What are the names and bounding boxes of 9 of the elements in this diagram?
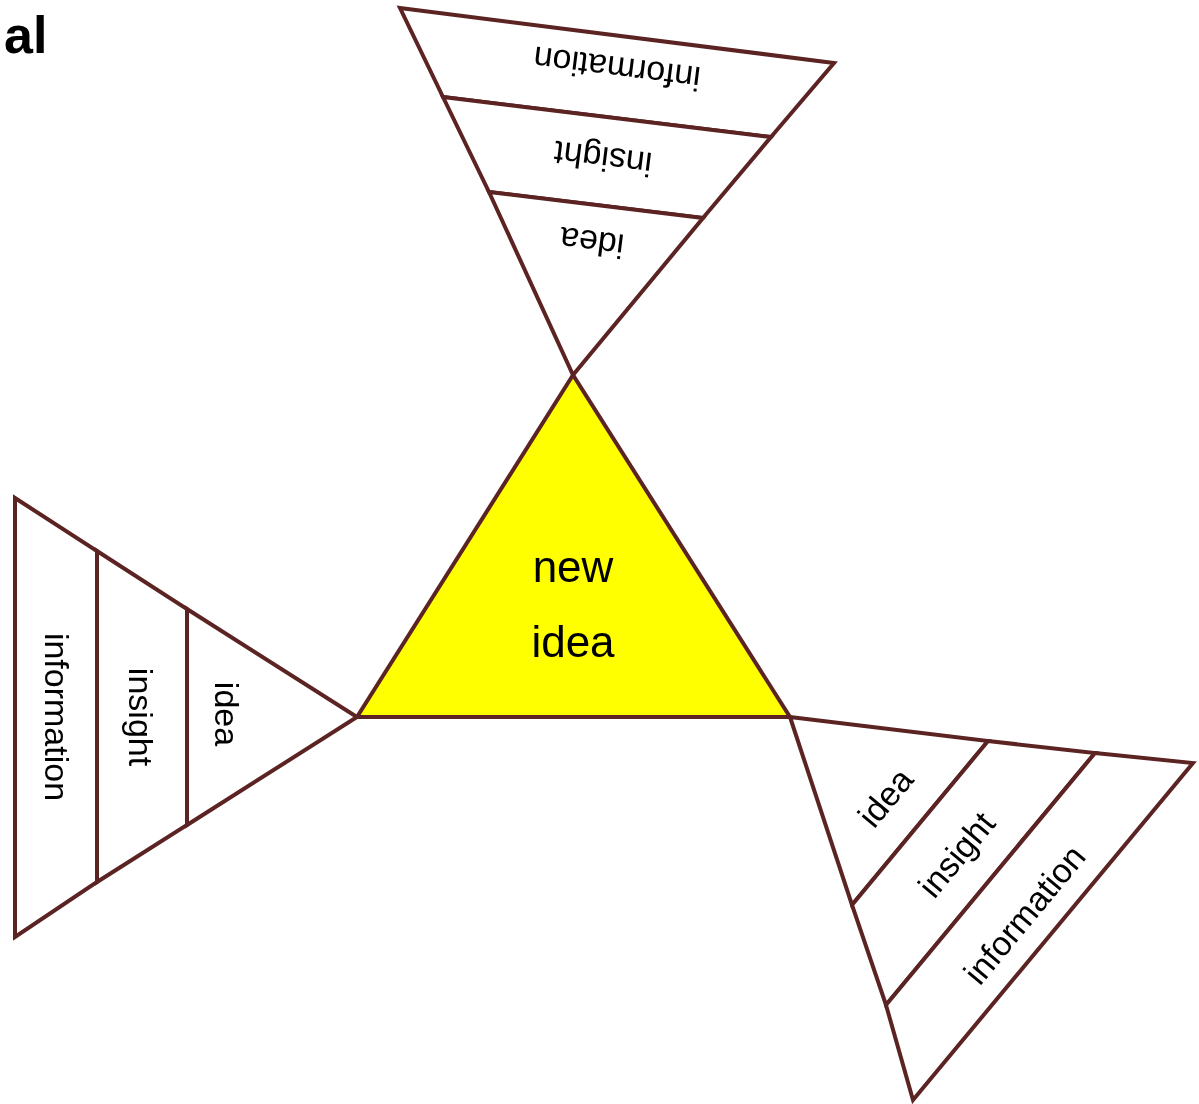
- segment-label: information: [36, 632, 77, 802]
- segment-label: insight: [120, 667, 161, 767]
- heading-fragment: al: [4, 5, 48, 66]
- segment-label: idea: [206, 681, 247, 747]
- segment-label: information: [530, 38, 704, 101]
- segment-label: insight: [550, 132, 655, 186]
- segment-label: idea: [556, 219, 628, 268]
- triangle-label: new idea: [530, 541, 616, 668]
- segment-label: idea: [849, 759, 921, 835]
